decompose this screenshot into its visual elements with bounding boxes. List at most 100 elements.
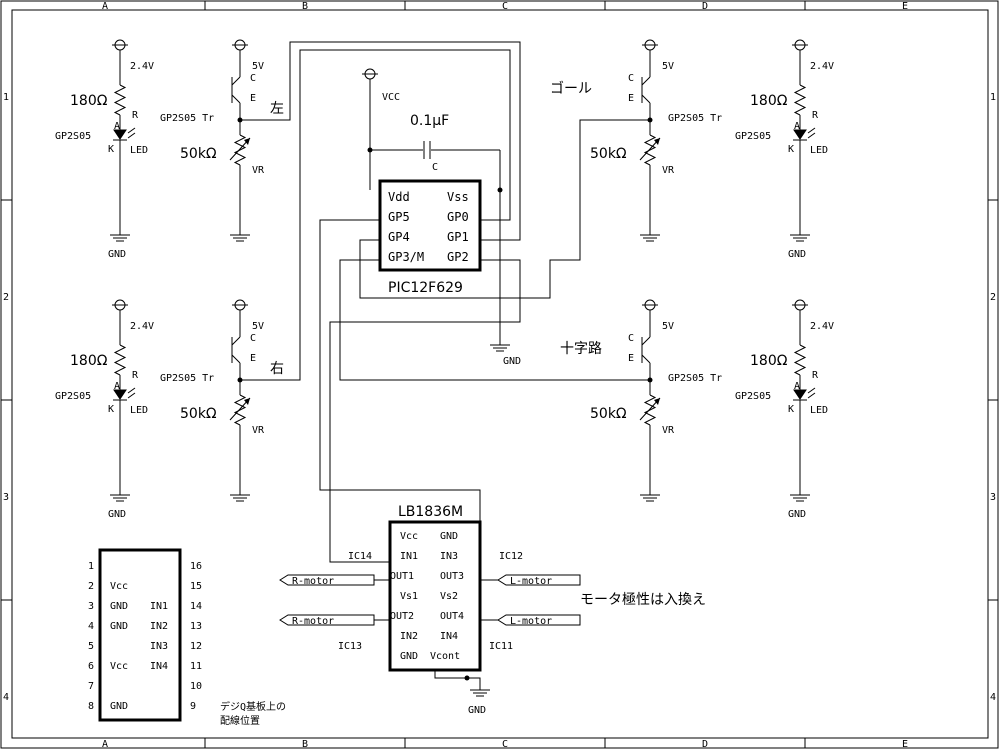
frame-row-label: 4 (3, 692, 9, 703)
pot-label: VR (252, 165, 265, 176)
frame-row-label: 3 (3, 492, 9, 503)
tr-part-label: GP2S05 Tr (668, 113, 722, 124)
driver-ic13-label: IC13 (338, 641, 362, 652)
frame-col-label: A (102, 739, 108, 750)
driver-pin-left: GND (400, 651, 418, 662)
led-part-label: GP2S05 (55, 391, 91, 402)
dip-pin-number-left: 1 (88, 561, 94, 572)
driver-pin-left: OUT1 (390, 571, 414, 582)
dip-pin-number-left: 7 (88, 681, 94, 692)
dip-pin-number-left: 6 (88, 661, 94, 672)
driver-pin-right: GND (440, 531, 458, 542)
pot-value: 50kΩ (180, 146, 217, 162)
tr-emitter-label: E (628, 353, 634, 364)
pic-pin-gp2: GP2 (447, 250, 469, 264)
pic-pin-gp5: GP5 (388, 210, 410, 224)
pot-value: 50kΩ (590, 146, 627, 162)
dip-pin-label-left: GND (110, 601, 128, 612)
l-motor-connector-1: L-motor (480, 574, 581, 587)
frame-col-label: D (702, 1, 708, 12)
dip-pin-number-left: 8 (88, 701, 94, 712)
pic-pin-vss: Vss (447, 190, 469, 204)
l-motor-label-2: L-motor (510, 616, 552, 627)
led-label: LED (810, 145, 828, 156)
dip-pin-label-right: IN4 (150, 661, 168, 672)
dip-pin-number-right: 16 (190, 561, 202, 572)
dip-pin-number-right: 10 (190, 681, 202, 692)
led-cathode-label: K (108, 144, 114, 155)
led-supply-voltage: 2.4V (130, 61, 154, 72)
driver-pin-right: OUT3 (440, 571, 464, 582)
driver-pin-right: OUT4 (440, 611, 464, 622)
l-motor-connector-2: L-motor (480, 614, 581, 627)
tr-part-label: GP2S05 Tr (668, 373, 722, 384)
driver-ic12-label: IC12 (499, 551, 523, 562)
dip-pin-number-left: 4 (88, 621, 94, 632)
led-cathode-label: K (108, 404, 114, 415)
dip-pin-number-right: 13 (190, 621, 202, 632)
driver-pin-right: Vs2 (440, 591, 458, 602)
driver-pin-left: IN1 (400, 551, 418, 562)
tr-emitter-label: E (250, 353, 256, 364)
tr-supply-voltage: 5V (662, 321, 674, 332)
driver-pin-left: Vcc (400, 531, 418, 542)
sensor-name-label: 十字路 (560, 341, 602, 357)
led-part-label: GP2S05 (735, 391, 771, 402)
tr-collector-label: C (628, 333, 634, 344)
sensor-name-label: 右 (270, 361, 284, 377)
led-anode-label: A (794, 121, 800, 132)
led-label: LED (130, 405, 148, 416)
frame-col-label: E (902, 739, 908, 750)
dip-caption-1: デジQ基板上の (220, 700, 286, 713)
pot-label: VR (252, 425, 265, 436)
frame-col-label: C (502, 1, 508, 12)
dip-package (98, 548, 182, 722)
led-cathode-label: K (788, 404, 794, 415)
led-anode-label: A (794, 381, 800, 392)
motor-driver-section: LB1836M VccIN1OUT1Vs1OUT2IN2GNDGNDIN3OUT… (279, 504, 706, 716)
frame-row-label: 4 (990, 692, 996, 703)
driver-ic14-label: IC14 (348, 551, 372, 562)
r-motor-label-1: R-motor (292, 576, 334, 587)
led-resistor-value: 180Ω (70, 353, 108, 369)
led-resistor-value: 180Ω (70, 93, 108, 109)
tr-collector-label: C (250, 333, 256, 344)
led-anode-label: A (114, 381, 120, 392)
dip-pin-number-left: 5 (88, 641, 94, 652)
led-part-label: GP2S05 (735, 131, 771, 142)
tr-part-label: GP2S05 Tr (160, 113, 214, 124)
pic-vcc-label: VCC (382, 92, 400, 103)
led-label: LED (130, 145, 148, 156)
pot-label: VR (662, 165, 675, 176)
tr-collector-label: C (628, 73, 634, 84)
led-label: LED (810, 405, 828, 416)
frame-col-label: D (702, 739, 708, 750)
frame-row-label: 3 (990, 492, 996, 503)
sensor-name-label: 左 (270, 101, 284, 117)
dip-pin-label-left: GND (110, 701, 128, 712)
driver-part-name: LB1836M (398, 504, 463, 520)
led-gnd-label: GND (788, 249, 806, 260)
pic12f629-chip (378, 179, 482, 272)
driver-pin-left: Vs1 (400, 591, 418, 602)
dip-pin-number-right: 12 (190, 641, 202, 652)
r-motor-connector-1: R-motor (279, 574, 390, 587)
motor-polarity-note: モータ極性は入換え (580, 592, 706, 608)
dip-pin-number-right: 9 (190, 701, 196, 712)
led-supply-voltage: 2.4V (130, 321, 154, 332)
pic-cap-label: C (432, 162, 438, 173)
driver-pin-left: IN2 (400, 631, 418, 642)
frame-col-label: B (302, 739, 308, 750)
pic-section: VCC 0.1μF C GND Vdd GP5 GP4 GP3/M Vss GP… (237, 41, 653, 563)
tr-supply-voltage: 5V (252, 321, 264, 332)
frame-col-label: A (102, 1, 108, 12)
pic-gnd-label: GND (503, 356, 521, 367)
pic-part-name: PIC12F629 (388, 280, 463, 296)
pic-pin-gp4: GP4 (388, 230, 410, 244)
